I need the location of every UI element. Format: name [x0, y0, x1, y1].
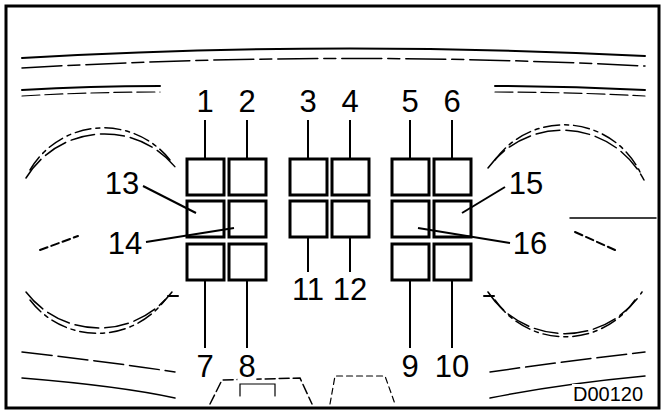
callout-number: 13	[104, 168, 140, 199]
callout-number: 7	[195, 351, 214, 382]
callout-number: 2	[237, 86, 256, 117]
callout-number: 14	[107, 228, 143, 259]
callout-number: 3	[298, 86, 317, 117]
callout-number: 5	[400, 86, 419, 117]
callout-number: 8	[237, 351, 256, 382]
callout-number: 15	[508, 168, 544, 199]
callout-number: 6	[442, 86, 461, 117]
callout-number: 12	[332, 274, 368, 305]
callout-number: 11	[291, 274, 325, 305]
callout-number: 9	[400, 351, 419, 382]
callout-number: 4	[340, 86, 359, 117]
callout-number: 1	[195, 86, 214, 117]
callout-number: 16	[512, 228, 548, 259]
figure-code: D00120	[572, 384, 644, 404]
callout-number: 10	[434, 351, 470, 382]
